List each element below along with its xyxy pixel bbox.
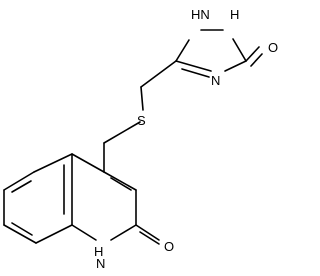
bond-c5-n1: [175, 39, 190, 62]
bond-c2-o-inner: [139, 231, 160, 245]
bond-c4-c3-outer: [103, 171, 137, 191]
bond-n4-c5-outer: [175, 60, 212, 72]
label-carbonyl-o-top: O: [268, 40, 278, 55]
label-carbonyl-o-bottom: O: [164, 239, 174, 254]
bond-c8-c8a: [35, 224, 73, 244]
label-triazole-nh-right: H: [230, 7, 239, 22]
label-quinolinone-n: N: [96, 256, 105, 271]
bond-c2-o-outer: [135, 224, 160, 241]
bond-c4-c3-inner: [110, 177, 132, 191]
bond-c5-c6-outer: [3, 171, 35, 191]
bond-n2-c3: [232, 38, 247, 62]
molecule-canvas: HN H N O S O H N: [3, 7, 279, 271]
bond-c4-c4a: [71, 153, 105, 173]
bond-c4a-c5: [33, 153, 73, 173]
bond-c2-n1: [110, 224, 137, 241]
bond-c3-o-inner: [250, 53, 263, 67]
label-triazole-nh-top: HN: [191, 7, 210, 22]
bond-c7-c8-outer: [3, 224, 37, 244]
bond-n4-c5-inner: [181, 68, 210, 78]
bond-c3-o-outer: [245, 46, 260, 62]
bond-c7-c8-inner: [11, 222, 33, 236]
bond-s-ch2-bottom: [103, 121, 141, 144]
bond-c5-ch2-top: [140, 60, 177, 88]
bond-n1-c8a: [71, 224, 97, 241]
structure-diagram: HN H N O S O H N: [3, 7, 278, 271]
bond-c5-c6-inner: [11, 180, 32, 193]
label-quinolinone-h: H: [94, 244, 103, 259]
label-sulfur: S: [137, 113, 146, 128]
label-triazole-n: N: [211, 73, 220, 88]
bond-ch2-s-top: [140, 86, 144, 111]
bond-c3-n4: [224, 60, 247, 72]
